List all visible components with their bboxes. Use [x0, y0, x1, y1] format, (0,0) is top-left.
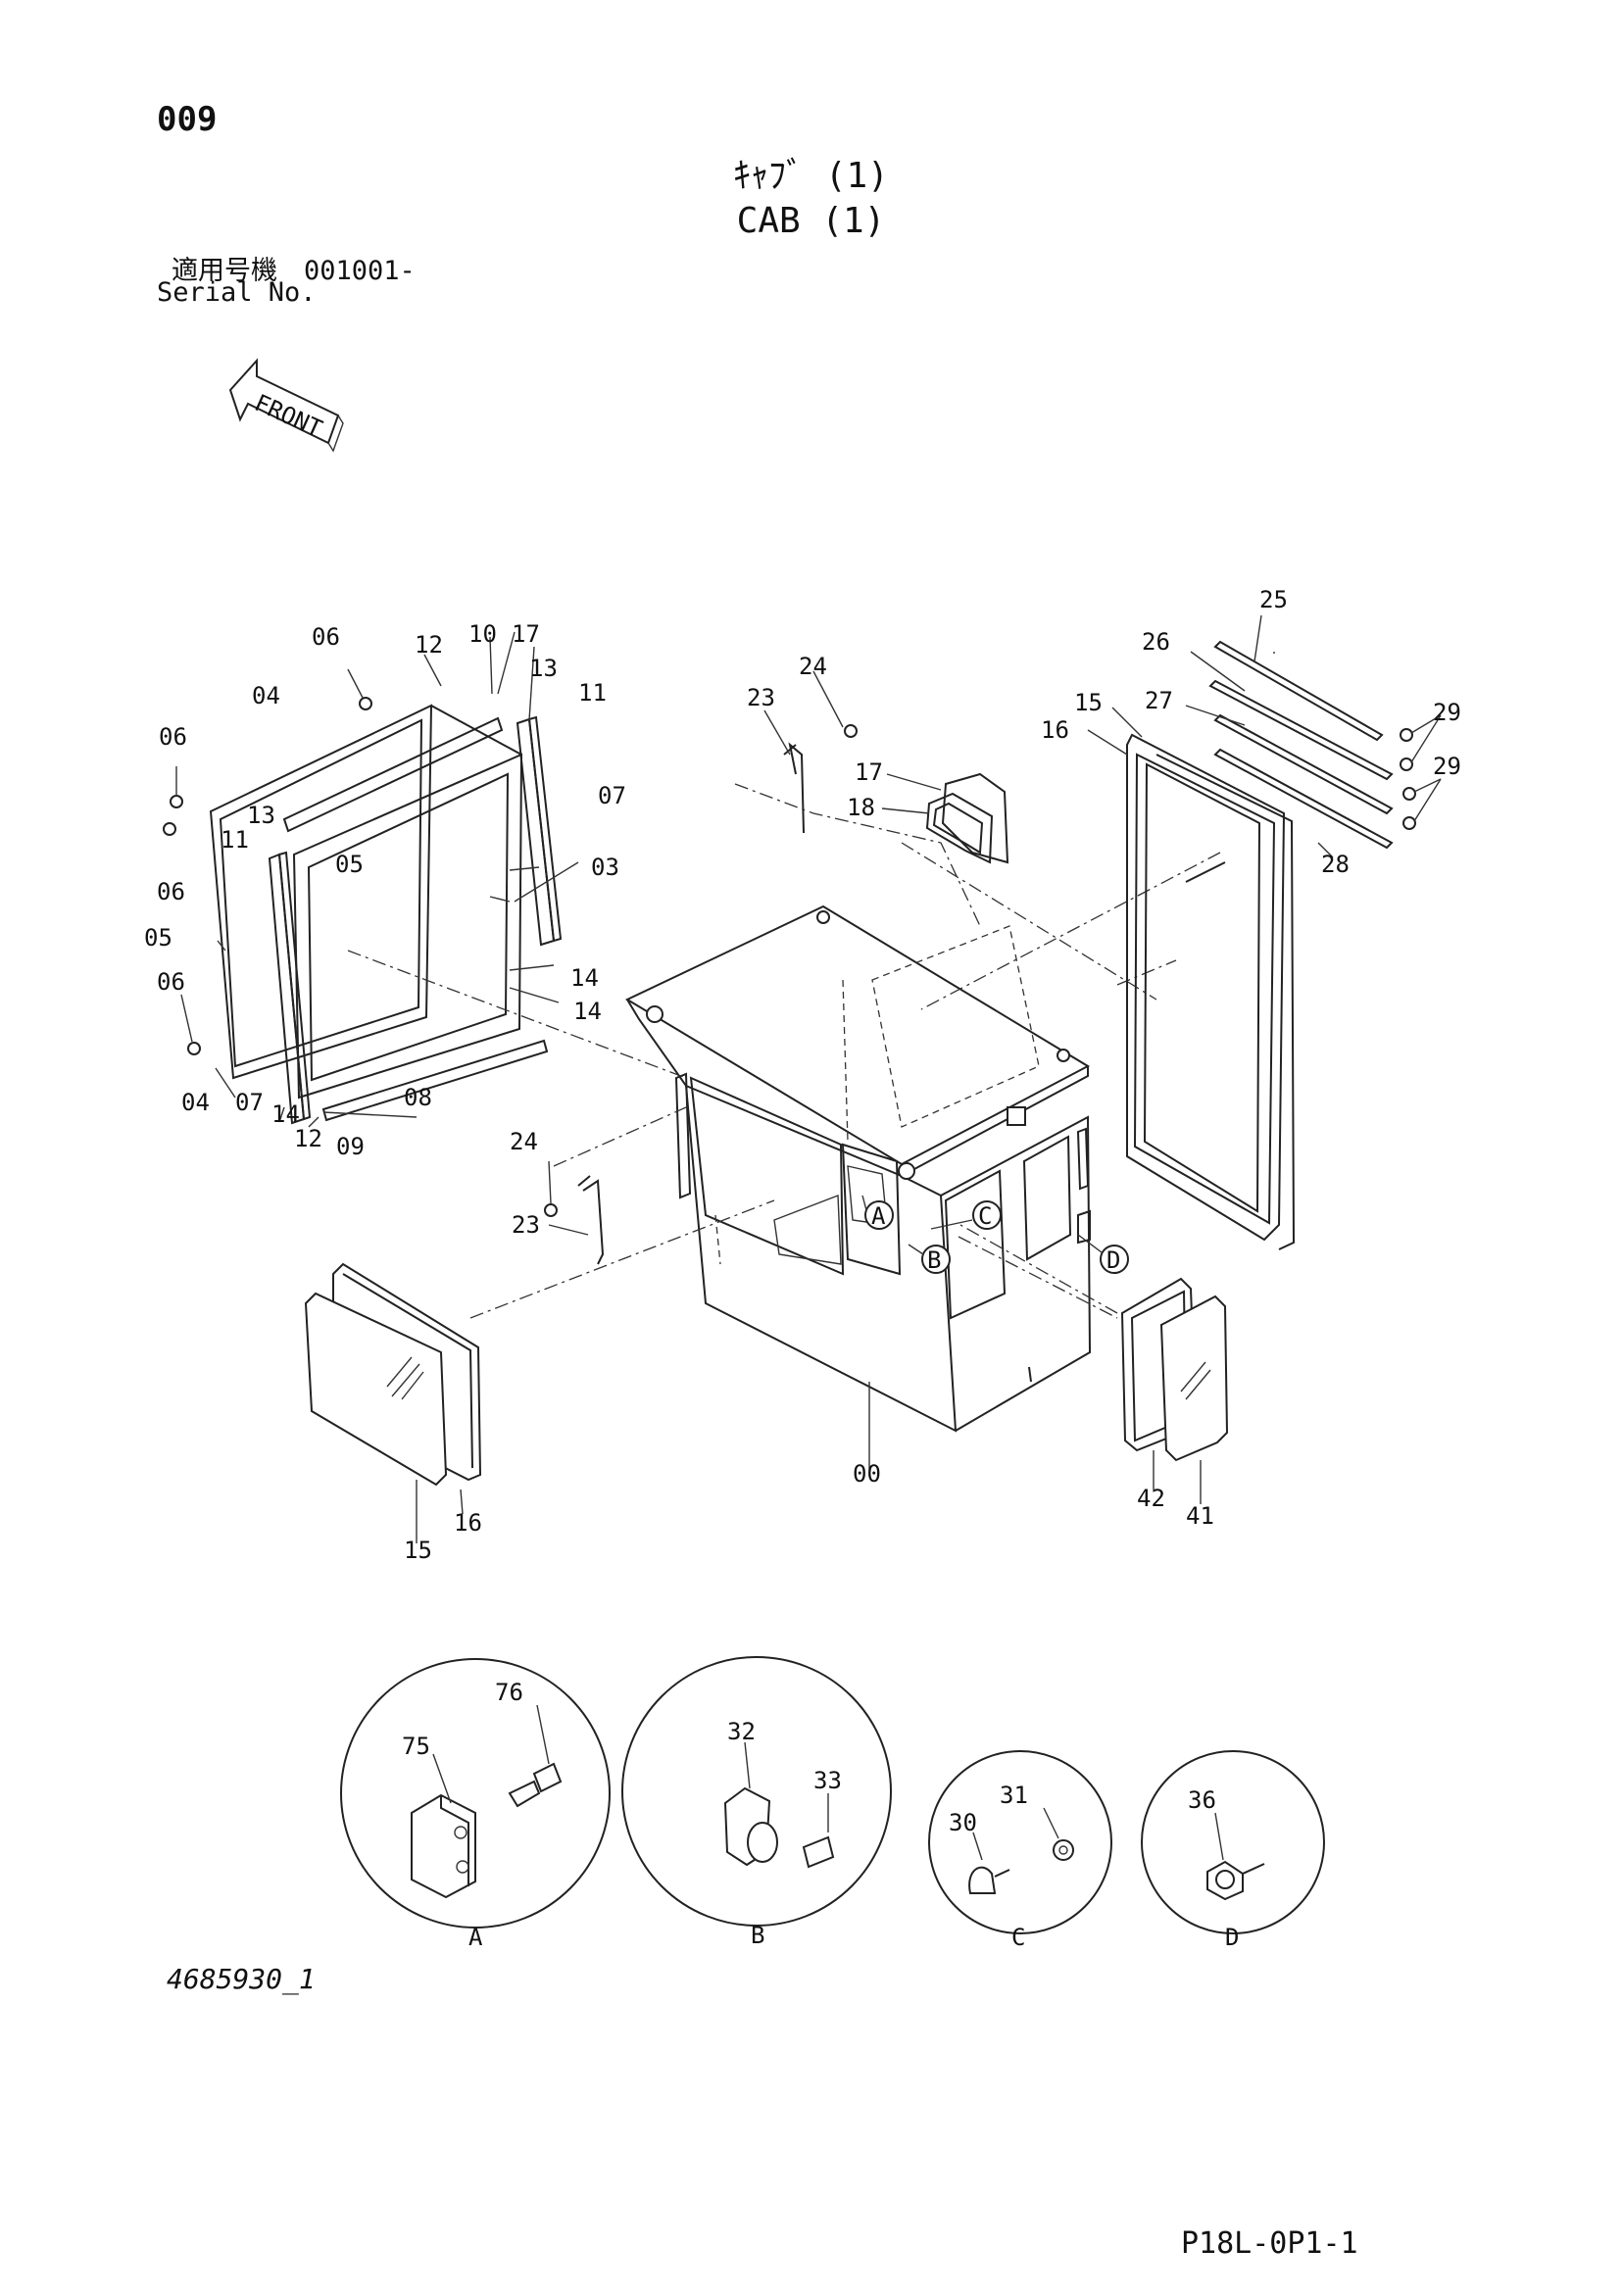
callout-15: 15	[404, 1537, 432, 1564]
drawing-number: 4685930_1	[167, 1963, 316, 1995]
front-arrow: FRONT	[228, 358, 344, 453]
leader-lines	[215, 614, 1334, 1543]
callout-05: 05	[335, 851, 364, 878]
title-english: CAB (1)	[736, 201, 886, 241]
callout-25: 25	[1259, 586, 1288, 613]
callout-08: 08	[404, 1084, 432, 1111]
callout-14: 14	[570, 964, 599, 992]
callout-23: 23	[512, 1211, 540, 1239]
detail-marker-c: C	[978, 1202, 992, 1230]
callout-17: 17	[855, 758, 883, 786]
callout-31: 31	[1000, 1782, 1028, 1809]
serial-range: 適用号機 001001-	[172, 256, 416, 286]
callout-11: 11	[221, 826, 249, 854]
callout-06: 06	[312, 623, 340, 651]
title-japanese: ｷｬﾌﾞ (1)	[733, 156, 889, 196]
detail-label-a: A	[468, 1924, 483, 1951]
detail-label-c: C	[1011, 1924, 1025, 1951]
callout-75: 75	[402, 1733, 430, 1760]
callout-03: 03	[591, 854, 619, 881]
detail-marker-d: D	[1106, 1246, 1120, 1274]
detail-marker-b: B	[927, 1246, 941, 1274]
callout-42: 42	[1137, 1485, 1165, 1512]
callout-32: 32	[727, 1718, 756, 1745]
callout-12: 12	[415, 631, 443, 659]
callout-09: 09	[336, 1133, 365, 1160]
callout-07: 07	[598, 782, 626, 809]
callout-15: 15	[1074, 689, 1103, 716]
detail-label-b: B	[751, 1922, 764, 1949]
callout-12: 12	[294, 1125, 322, 1152]
side-window-right	[1120, 1277, 1229, 1462]
detail-view-b: 32 33 B	[621, 1656, 892, 1949]
callout-16: 16	[454, 1509, 482, 1537]
callout-29: 29	[1433, 753, 1461, 780]
rear-window-assembly	[1126, 640, 1442, 1250]
callout-07: 07	[235, 1089, 264, 1116]
callout-13: 13	[529, 655, 558, 682]
callout-05: 05	[144, 924, 172, 952]
page-number: 009	[157, 100, 218, 139]
callout-36: 36	[1188, 1786, 1216, 1814]
assembly-lines	[347, 783, 1221, 1319]
callout-13: 13	[247, 802, 275, 829]
callout-26: 26	[1142, 628, 1170, 656]
callout-10: 10	[468, 620, 497, 648]
callout-33: 33	[813, 1767, 842, 1794]
callout-14: 14	[573, 998, 602, 1025]
cab-body: A B C D	[624, 904, 1129, 1433]
detail-view-c: 30 31 C	[928, 1750, 1112, 1951]
front-label: FRONT	[251, 389, 326, 443]
callout-28: 28	[1321, 851, 1350, 878]
callout-24: 24	[510, 1128, 538, 1155]
detail-marker-a: A	[871, 1202, 886, 1230]
callout-06: 06	[157, 968, 185, 996]
door-frame-assembly	[163, 668, 563, 1125]
callout-14: 14	[271, 1100, 300, 1128]
callout-17: 17	[512, 620, 540, 648]
callout-27: 27	[1145, 687, 1173, 714]
callout-76: 76	[495, 1679, 523, 1706]
callout-18: 18	[847, 794, 875, 821]
callout-29: 29	[1433, 699, 1461, 726]
callout-labels: 06 12 10 17 13 11 04 06 07 13 11 05 03 0…	[144, 586, 1461, 1564]
serial-label: Serial No.	[157, 277, 317, 308]
callout-16: 16	[1041, 716, 1069, 744]
callout-00: 00	[853, 1460, 881, 1488]
callout-23: 23	[747, 684, 775, 711]
callout-11: 11	[578, 679, 607, 707]
detail-view-d: 36 D	[1141, 1750, 1325, 1951]
callout-41: 41	[1186, 1502, 1214, 1530]
detail-view-a: 76 75 A	[340, 1658, 611, 1951]
side-window-left	[304, 1262, 482, 1487]
handle-assemblies	[544, 724, 858, 1265]
detail-label-d: D	[1225, 1924, 1239, 1951]
callout-06: 06	[159, 723, 187, 751]
callout-04: 04	[181, 1089, 210, 1116]
callout-30: 30	[949, 1809, 977, 1836]
callout-24: 24	[799, 653, 827, 680]
small-window-assembly	[925, 772, 1009, 864]
callout-04: 04	[252, 682, 280, 709]
page-code: P18L-0P1-1	[1181, 2226, 1358, 2261]
callout-06: 06	[157, 878, 185, 905]
